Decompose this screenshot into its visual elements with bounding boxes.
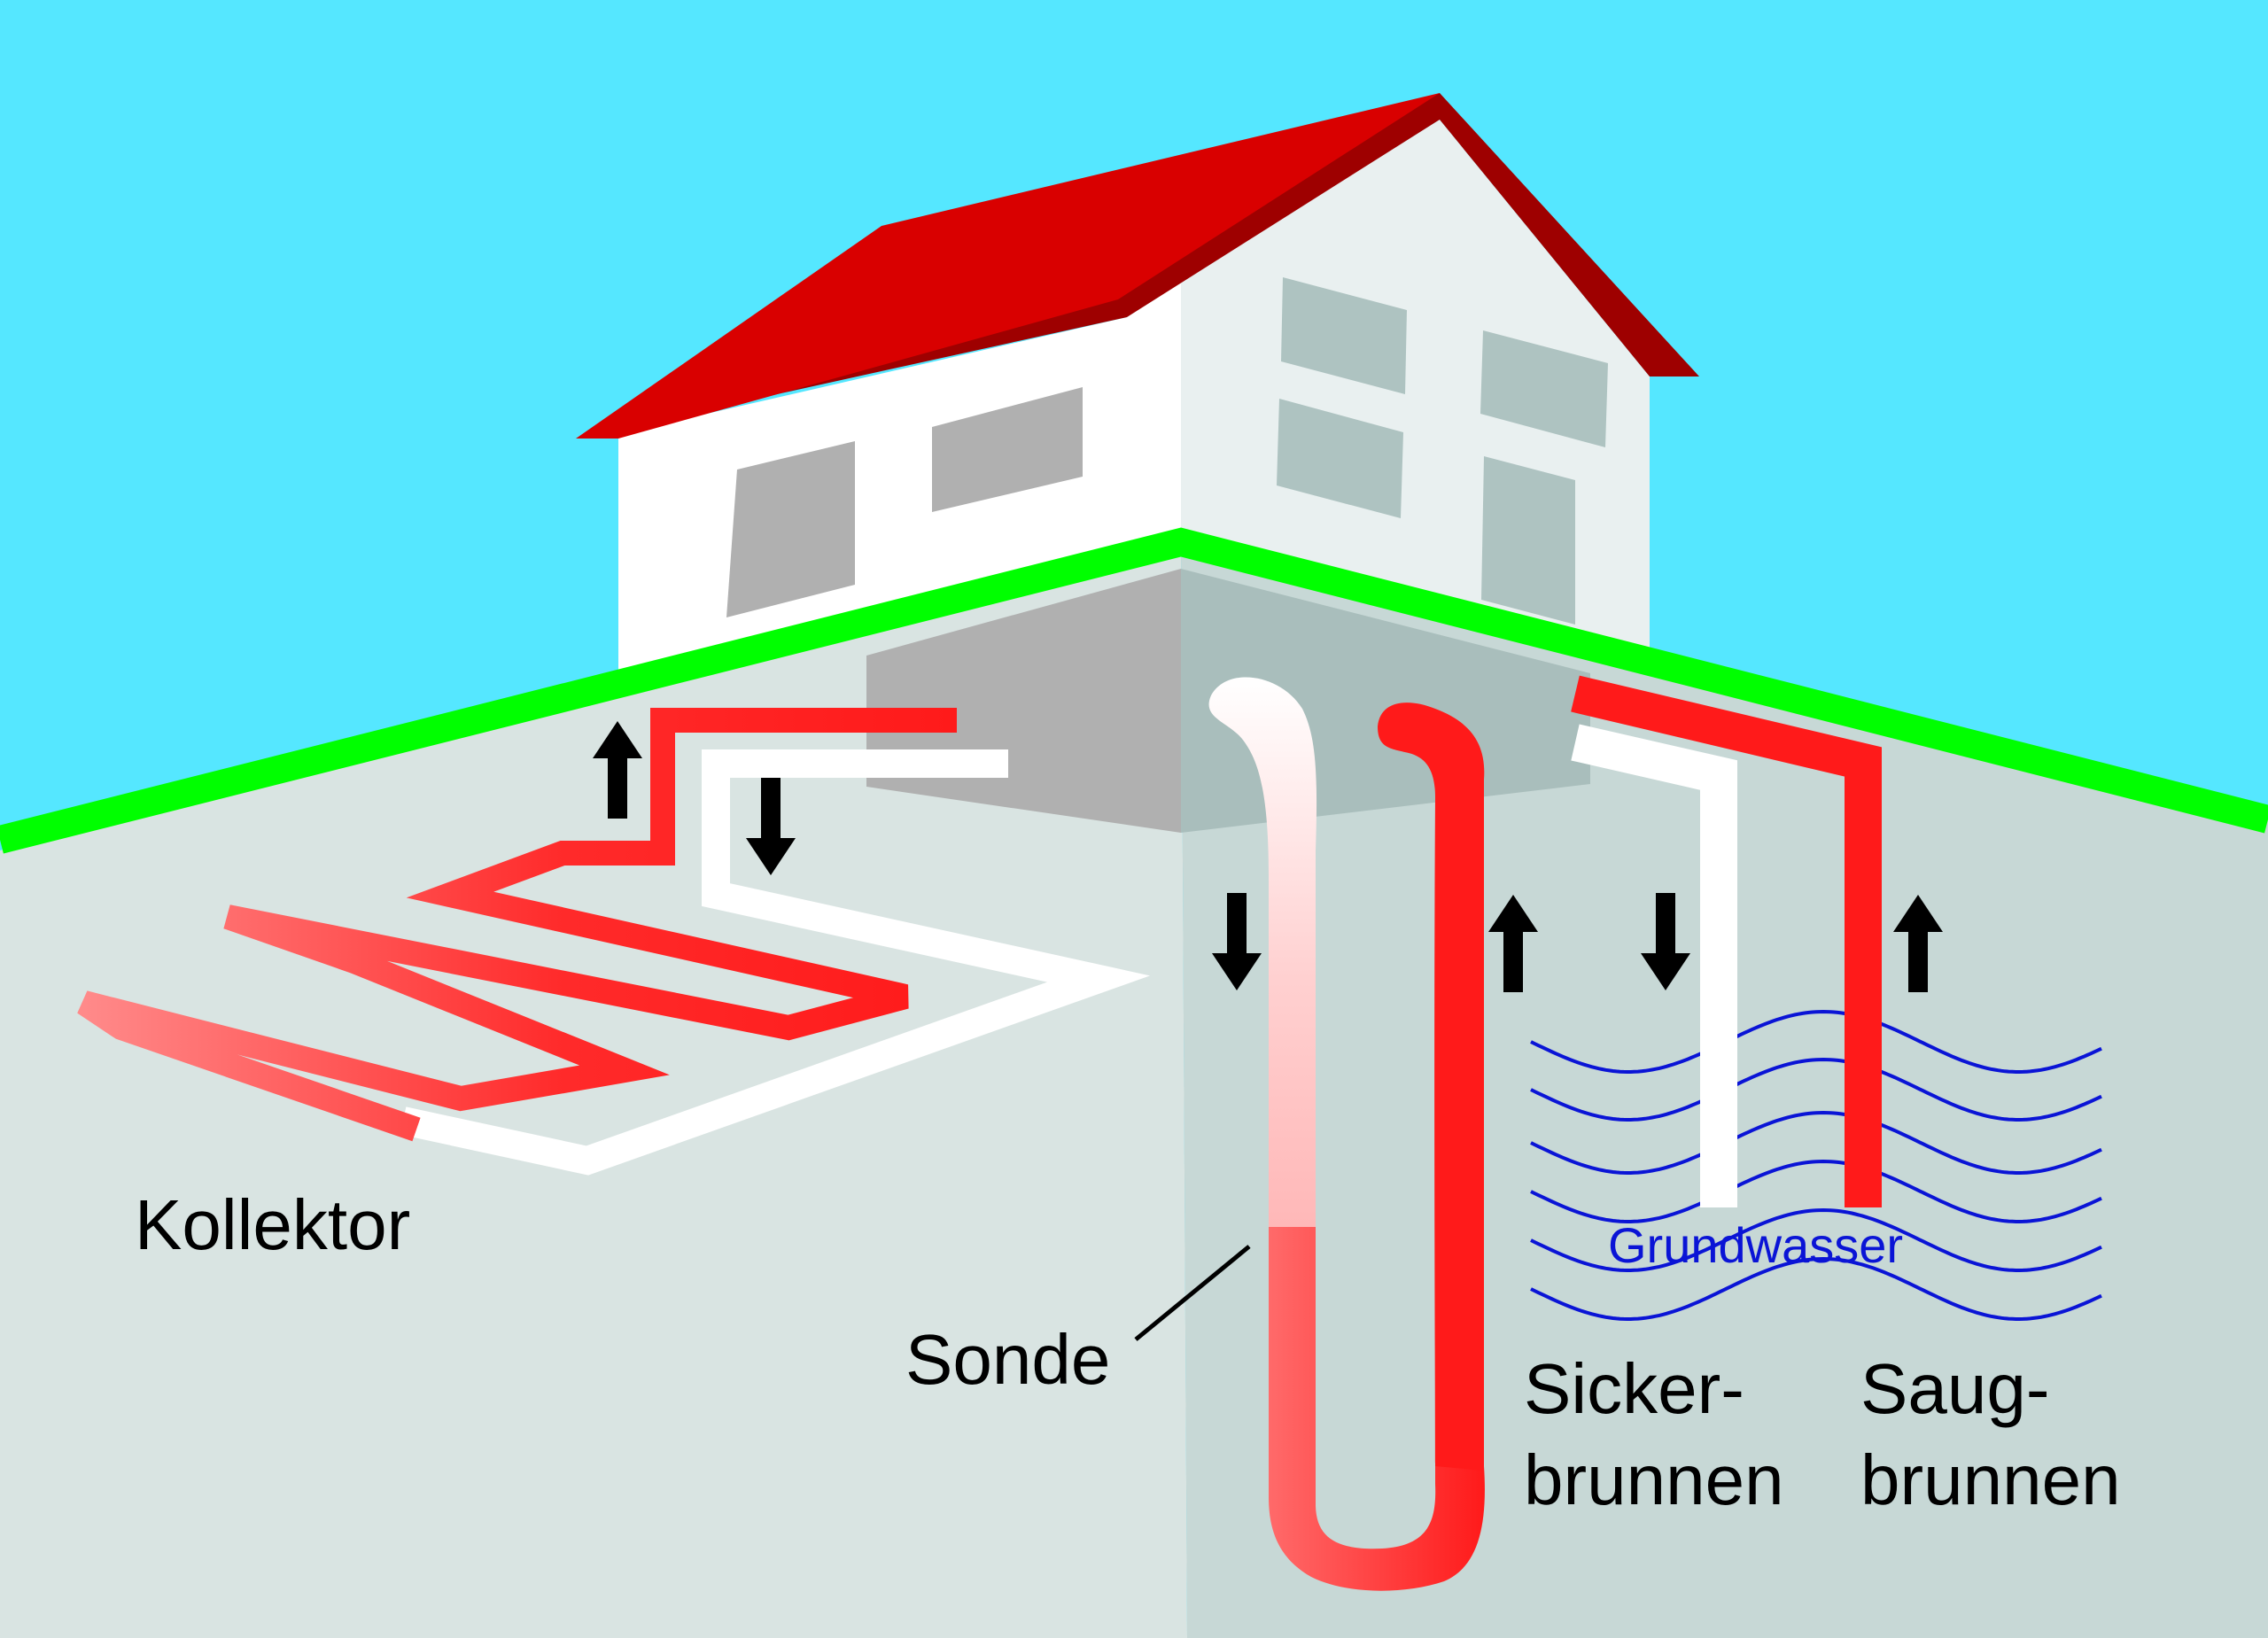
probe-loop-bottom [1269, 1227, 1485, 1591]
window-front-1 [726, 441, 855, 617]
door-side [1481, 456, 1575, 625]
collector-supply-pipe [77, 708, 957, 1142]
label-kollektor: Kollektor [135, 1185, 410, 1264]
collector-return-pipe [400, 749, 1151, 1176]
roof [576, 93, 1440, 439]
label-sickerbrunnen-line2: brunnen [1524, 1440, 1784, 1519]
groundwater-wave-lines [1530, 1009, 2102, 1321]
grass-line [0, 527, 2268, 854]
window-side-1 [1281, 277, 1407, 394]
label-saugbrunnen-line1: Saug- [1860, 1349, 2049, 1428]
ground-left [0, 549, 1187, 1638]
groundwater-wave-line [1530, 1057, 2102, 1122]
label-sickerbrunnen-line1: Sicker- [1524, 1349, 1744, 1428]
infiltration-well-pipe [1571, 724, 1737, 1207]
groundwater-wave-line [1530, 1256, 2102, 1321]
groundwater-wave-line [1530, 1159, 2102, 1223]
probe-label-leader [1134, 1245, 1251, 1341]
label-saugbrunnen-line2: brunnen [1860, 1440, 2121, 1519]
suction-well-pipe [1571, 675, 1882, 1207]
probe-loop [1134, 677, 1485, 1591]
label-sonde: Sonde [905, 1320, 1110, 1399]
probe-cold-leg [1208, 677, 1317, 1227]
label-grundwasser: Grundwasser [1608, 1217, 1903, 1273]
groundwater-wave-line [1530, 1009, 2102, 1074]
groundwater-wave-line [1530, 1110, 2102, 1175]
wells [1571, 675, 1882, 1207]
groundwater-wave-line [1530, 1207, 2102, 1272]
house [576, 93, 1699, 833]
collector-pipe-loop [77, 708, 1151, 1176]
window-side-3 [1277, 399, 1403, 518]
window-front-2 [932, 387, 1083, 512]
window-side-2 [1480, 330, 1608, 447]
probe-warm-leg [1378, 703, 1485, 1471]
